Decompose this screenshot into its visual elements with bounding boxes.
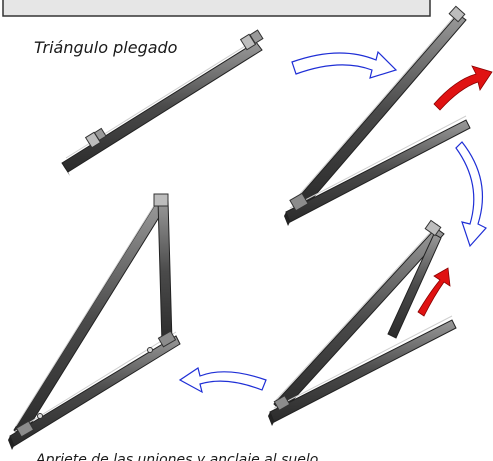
closing-triangle [268, 219, 457, 426]
folded-triangle-beam [61, 29, 264, 176]
flow-arrow-2 [455, 141, 487, 248]
header-box [2, 0, 431, 17]
caption-folded-triangle: Triángulo plegado [34, 38, 178, 57]
assembled-triangle [8, 193, 181, 450]
flow-arrow-1 [291, 50, 398, 79]
rotation-arrow-2 [417, 267, 451, 317]
rotation-arrow-1 [433, 65, 493, 111]
opening-triangle [284, 5, 471, 226]
flow-arrow-3 [178, 367, 267, 394]
caption-tighten-and-anchor: Apriete de las uniones y anclaje al suel… [35, 452, 318, 461]
